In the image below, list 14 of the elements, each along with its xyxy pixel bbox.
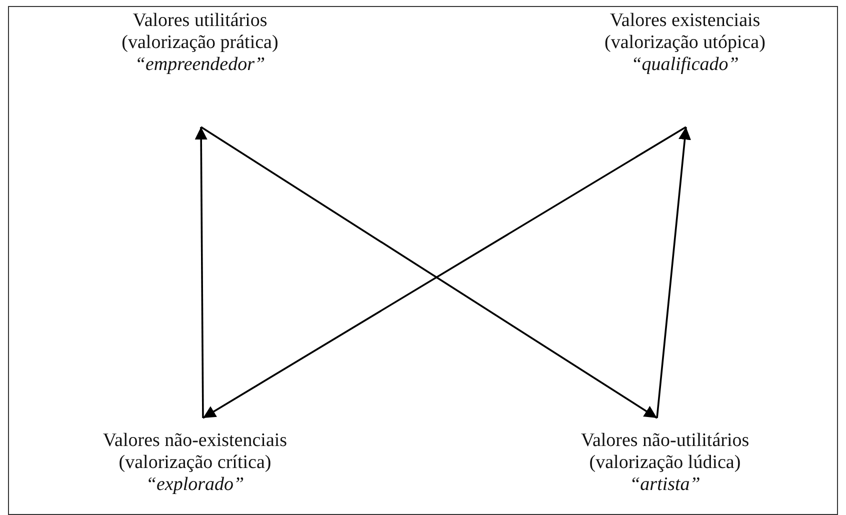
value-subheading: (valorização utópica) bbox=[604, 32, 766, 54]
value-subheading: (valorização prática) bbox=[120, 32, 280, 54]
quoted-term: “empreendedor” bbox=[134, 54, 266, 76]
value-subheading: (valorização lúdica) bbox=[588, 452, 742, 474]
value-heading: Valores utilitários bbox=[132, 10, 268, 32]
value-heading: Valores existenciais bbox=[608, 10, 762, 32]
value-heading: Valores não-existenciais bbox=[102, 430, 288, 452]
quoted-term: “explorado” bbox=[144, 474, 246, 496]
quoted-term: “qualificado” bbox=[630, 54, 740, 76]
arrow bbox=[656, 126, 692, 418]
value-subheading: (valorização crítica) bbox=[118, 452, 272, 474]
quoted-term: “artista” bbox=[628, 474, 702, 496]
value-heading: Valores não-utilitários bbox=[580, 430, 750, 452]
arrow bbox=[194, 127, 208, 418]
